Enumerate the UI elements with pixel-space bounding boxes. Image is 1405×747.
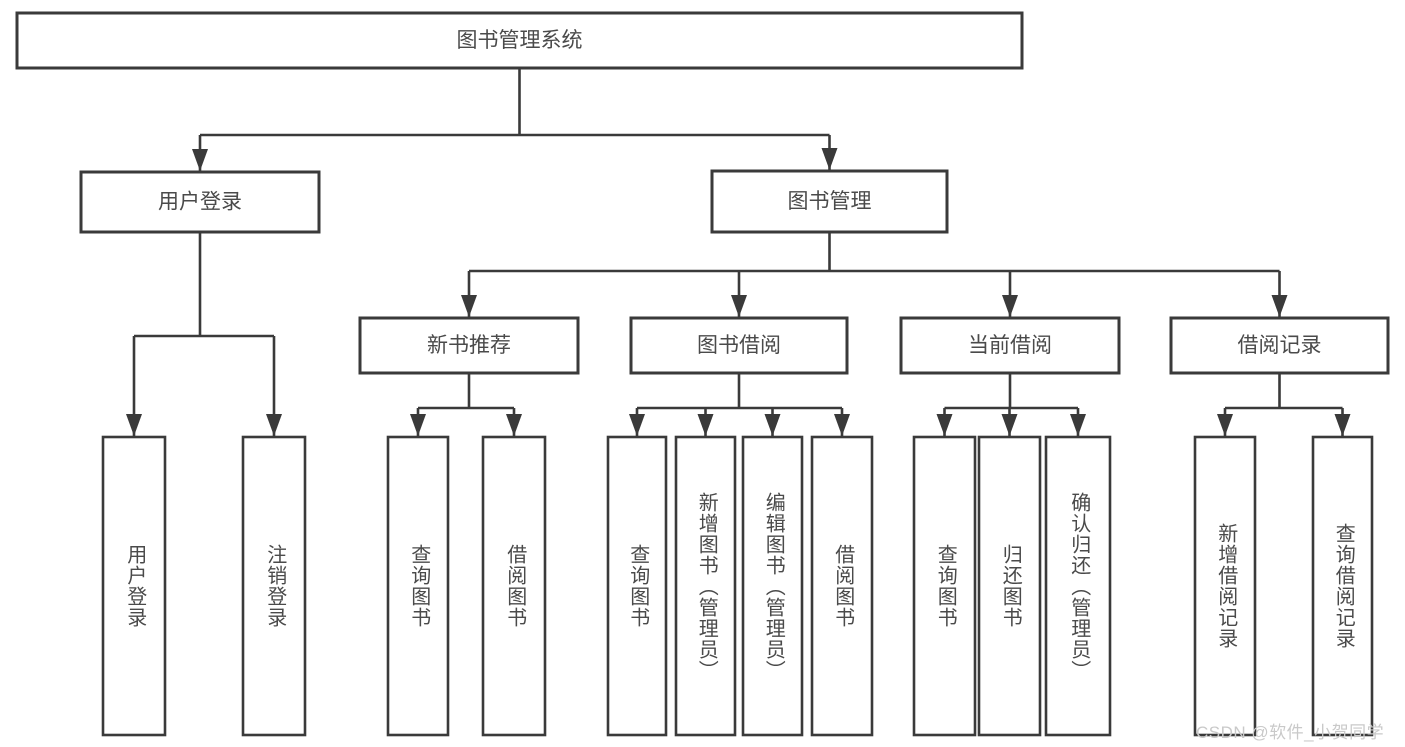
node-box-logout-do (241, 435, 307, 737)
watermark: CSDN @软件_小贺同学 (1196, 723, 1385, 742)
arrow-head-icon-nbr-query (410, 414, 426, 436)
node-box-book-manage (710, 169, 949, 234)
node-box-login-do (101, 435, 167, 737)
node-box-current-borrow (899, 316, 1121, 375)
node-box-nbr-query (386, 435, 450, 737)
node-box-cb-query (912, 435, 977, 737)
node-box-bb-add (674, 435, 737, 737)
arrow-head-icon-logout-do (266, 414, 282, 436)
arrow-head-icon-book-borrow (731, 295, 747, 317)
node-box-new-book-rec (358, 316, 580, 375)
node-box-user-login (79, 170, 321, 234)
arrow-head-icon-bb-add (697, 414, 714, 436)
node-box-bb-edit (741, 435, 804, 737)
arrow-head-icon-cb-confirm (1070, 414, 1086, 436)
arrow-head-icon-new-book-rec (461, 295, 477, 317)
node-box-root (15, 11, 1024, 70)
node-label-book-borrow: 图书借阅 (697, 334, 781, 357)
node-box-nbr-borrow (481, 435, 547, 737)
connector-layer (126, 68, 1351, 436)
arrow-head-icon-book-manage (821, 148, 838, 170)
box-layer (15, 11, 1390, 737)
node-label-user-login: 用户登录 (158, 191, 242, 214)
node-box-cb-confirm (1044, 435, 1112, 737)
node-label-new-book-rec: 新书推荐 (427, 334, 511, 357)
arrow-head-icon-user-login (192, 149, 208, 171)
node-box-book-borrow (629, 316, 849, 375)
node-box-bb-borrow (810, 435, 874, 737)
node-label-current-borrow: 当前借阅 (968, 334, 1052, 357)
arrow-head-icon-bb-edit (764, 414, 781, 436)
node-box-borrow-record (1169, 316, 1390, 375)
node-box-br-query (1311, 435, 1374, 737)
node-box-br-add (1193, 435, 1257, 737)
arrow-head-icon-current-borrow (1002, 295, 1018, 317)
node-label-book-manage: 图书管理 (788, 190, 872, 213)
arrow-head-icon-bb-borrow (834, 414, 850, 436)
arrow-head-icon-cb-query (936, 414, 953, 436)
arrow-head-icon-br-add (1217, 414, 1233, 436)
node-box-cb-return (977, 435, 1042, 737)
arrow-head-icon-borrow-record (1271, 295, 1288, 317)
arrow-head-icon-bb-query (629, 414, 645, 436)
node-label-root: 图书管理系统 (457, 29, 583, 52)
arrow-head-icon-cb-return (1001, 414, 1018, 436)
arrow-head-icon-nbr-borrow (506, 414, 522, 436)
node-box-bb-query (606, 435, 668, 737)
node-label-borrow-record: 借阅记录 (1238, 334, 1322, 357)
arrow-head-icon-br-query (1334, 414, 1351, 436)
arrow-head-icon-login-do (126, 414, 142, 436)
